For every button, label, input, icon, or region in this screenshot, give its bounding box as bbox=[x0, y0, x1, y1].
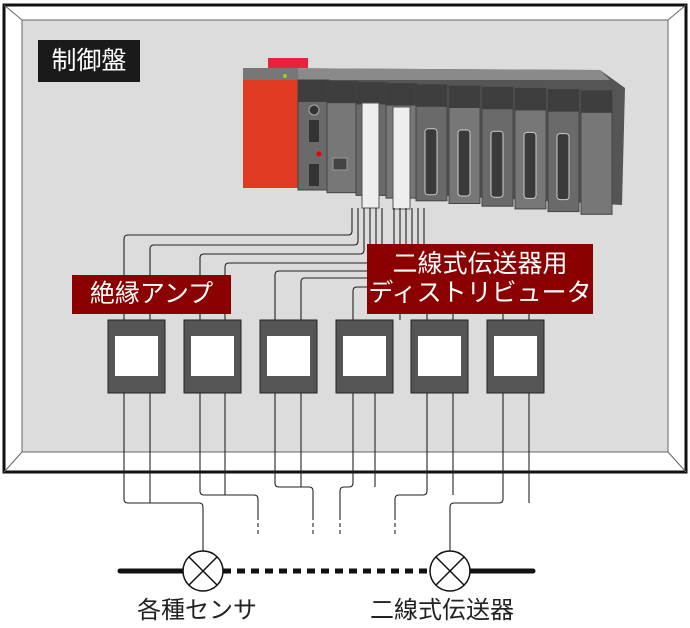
distributor-label-line1: 二線式伝送器用 bbox=[392, 249, 568, 279]
dsub-connector bbox=[490, 130, 504, 198]
dsub-connector bbox=[457, 129, 471, 197]
signal-conditioner-module bbox=[410, 319, 469, 394]
distributor-label: 二線式伝送器用 ディストリビュータ bbox=[367, 244, 593, 314]
sensors-caption: 各種センサ bbox=[137, 596, 257, 624]
transmitters-caption: 二線式伝送器 bbox=[370, 596, 514, 624]
plc-rack bbox=[243, 58, 625, 215]
terminal-block-2 bbox=[392, 106, 411, 210]
transmitter-symbol bbox=[429, 550, 471, 592]
dsub-connector bbox=[424, 128, 438, 196]
sensor-symbol bbox=[182, 550, 224, 592]
signal-conditioner-module bbox=[335, 319, 394, 394]
signal-conditioner-module bbox=[259, 319, 318, 394]
distributor-label-line2: ディストリビュータ bbox=[368, 278, 592, 307]
isolation-amp-label: 絶縁アンプ bbox=[72, 275, 231, 314]
signal-conditioner-module bbox=[486, 319, 545, 394]
signal-conditioner-module bbox=[183, 319, 242, 394]
dsub-connector bbox=[523, 131, 537, 199]
signal-conditioner-module bbox=[107, 319, 166, 394]
cpu-power-module bbox=[243, 68, 298, 188]
terminal-block-1 bbox=[361, 102, 380, 209]
dsub-connector bbox=[556, 133, 570, 201]
panel-title: 制御盤 bbox=[38, 40, 140, 82]
